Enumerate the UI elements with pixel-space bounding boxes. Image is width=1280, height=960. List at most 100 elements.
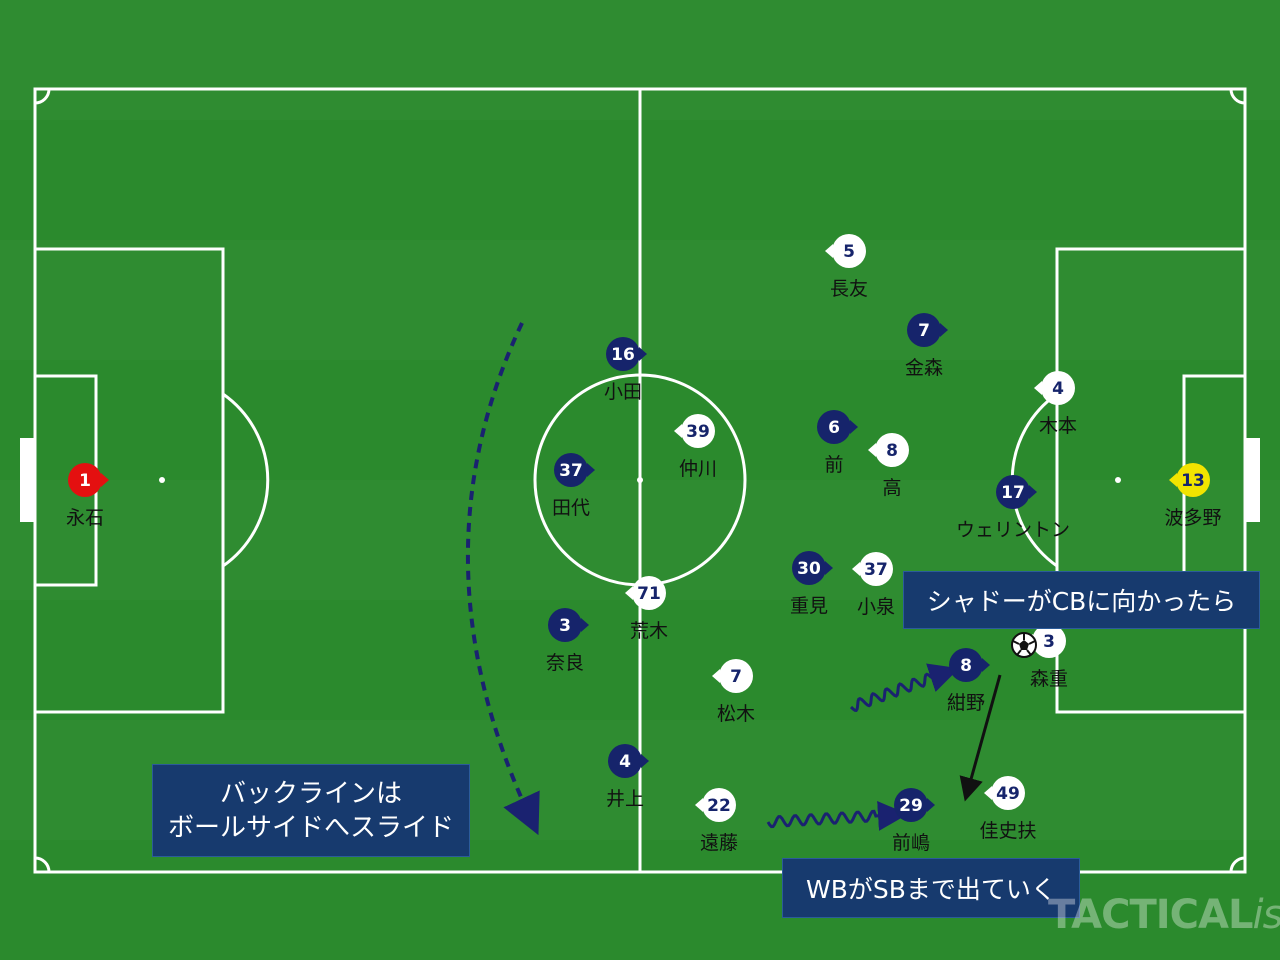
player-name: 波多野 <box>1164 507 1221 529</box>
player-name: 田代 <box>552 497 590 519</box>
player-dot <box>608 744 642 778</box>
player-number: 5 <box>843 242 855 262</box>
watermark-sub: ista <box>1252 892 1280 938</box>
player-name: 前嶋 <box>892 832 930 854</box>
left-goal <box>20 438 35 522</box>
player-number: 16 <box>611 345 635 365</box>
shadow-run-arrow <box>849 663 960 712</box>
facing-indicator <box>581 618 589 632</box>
player-marker: 6前 <box>817 410 858 476</box>
player-marker: 4木本 <box>1034 371 1077 437</box>
facing-indicator <box>587 463 595 477</box>
center-spot <box>637 477 643 483</box>
facing-indicator <box>625 586 633 600</box>
player-dot <box>991 776 1025 810</box>
facing-indicator <box>984 786 992 800</box>
wb-note: WBがSBまで出ていく <box>782 858 1080 918</box>
player-marker: 30 重見 <box>790 551 833 617</box>
facing-indicator <box>1029 485 1037 499</box>
player-name: 金森 <box>905 357 943 379</box>
player-dot <box>68 463 102 497</box>
player-dot <box>894 788 928 822</box>
player-marker: 7 金森 <box>905 313 948 379</box>
player-name: 紺野 <box>947 692 985 714</box>
player-marker: 4井上 <box>606 744 649 810</box>
facing-indicator <box>982 658 990 672</box>
facing-indicator <box>639 347 647 361</box>
player-dot <box>1032 624 1066 658</box>
soccer-ball-icon <box>1011 632 1037 658</box>
player-name: 仲川 <box>679 458 717 480</box>
facing-indicator <box>101 473 109 487</box>
player-number: 17 <box>1001 483 1025 503</box>
facing-indicator <box>825 244 833 258</box>
player-name: 重見 <box>790 595 828 617</box>
player-marker: 39 仲川 <box>674 414 717 480</box>
player-name: 佳史扶 <box>979 820 1036 842</box>
watermark-main: TACTICAL <box>1048 892 1253 938</box>
player-dot <box>859 552 893 586</box>
player-number: 39 <box>686 422 710 442</box>
facing-indicator <box>850 420 858 434</box>
left-penalty-arc <box>222 392 270 568</box>
player-number: 71 <box>637 584 661 604</box>
player-number: 30 <box>797 559 821 579</box>
left-penalty-spot <box>159 477 165 483</box>
player-marker: 16 小田 <box>604 337 647 403</box>
player-dot <box>681 414 715 448</box>
player-name: 荒木 <box>630 620 668 642</box>
player-marker: 1永石 <box>66 463 109 529</box>
facing-indicator <box>868 443 876 457</box>
players-layer: 1永石16小田37田代3奈良4井上6前7金森17ウェリントン30重見8紺野29前… <box>66 234 1222 854</box>
player-number: 3 <box>1043 632 1055 652</box>
player-dot <box>792 551 826 585</box>
player-number: 8 <box>960 656 972 676</box>
player-dot <box>719 659 753 693</box>
player-marker: 49 佳史扶 <box>979 776 1037 842</box>
player-dot <box>632 576 666 610</box>
player-marker: 8高 <box>868 433 909 499</box>
player-marker: 3奈良 <box>546 608 589 674</box>
facing-indicator <box>852 562 860 576</box>
player-number: 22 <box>707 796 731 816</box>
player-dot <box>548 608 582 642</box>
player-number: 8 <box>886 441 898 461</box>
player-number: 4 <box>619 752 631 772</box>
player-number: 7 <box>730 667 742 687</box>
player-number: 1 <box>79 471 91 491</box>
player-number: 6 <box>828 418 840 438</box>
player-name: 前 <box>824 454 843 476</box>
right-penalty-spot <box>1115 477 1121 483</box>
player-dot <box>554 453 588 487</box>
pass-arrow <box>959 674 1002 802</box>
facing-indicator <box>1169 473 1177 487</box>
corner-arc <box>34 88 51 105</box>
player-number: 7 <box>918 321 930 341</box>
player-dot <box>1176 463 1210 497</box>
shadow-note: シャドーがCBに向かったら <box>903 571 1260 629</box>
player-number: 37 <box>559 461 583 481</box>
player-number: 49 <box>996 784 1020 804</box>
player-name: 小田 <box>604 381 642 403</box>
slide-note-line: ボールサイドへスライド <box>167 812 454 843</box>
player-dot <box>702 788 736 822</box>
player-dot <box>875 433 909 467</box>
player-name: 奈良 <box>546 652 584 674</box>
wb-run-arrow <box>766 800 908 831</box>
facing-indicator <box>1034 381 1042 395</box>
facing-indicator <box>641 754 649 768</box>
corner-arc <box>34 856 51 873</box>
player-dot <box>1041 371 1075 405</box>
player-dot <box>996 475 1030 509</box>
right-goal <box>1245 438 1260 522</box>
player-dot <box>817 410 851 444</box>
player-name: 高 <box>882 477 901 499</box>
player-marker: 37 田代 <box>552 453 595 519</box>
player-name: 木本 <box>1039 415 1077 437</box>
